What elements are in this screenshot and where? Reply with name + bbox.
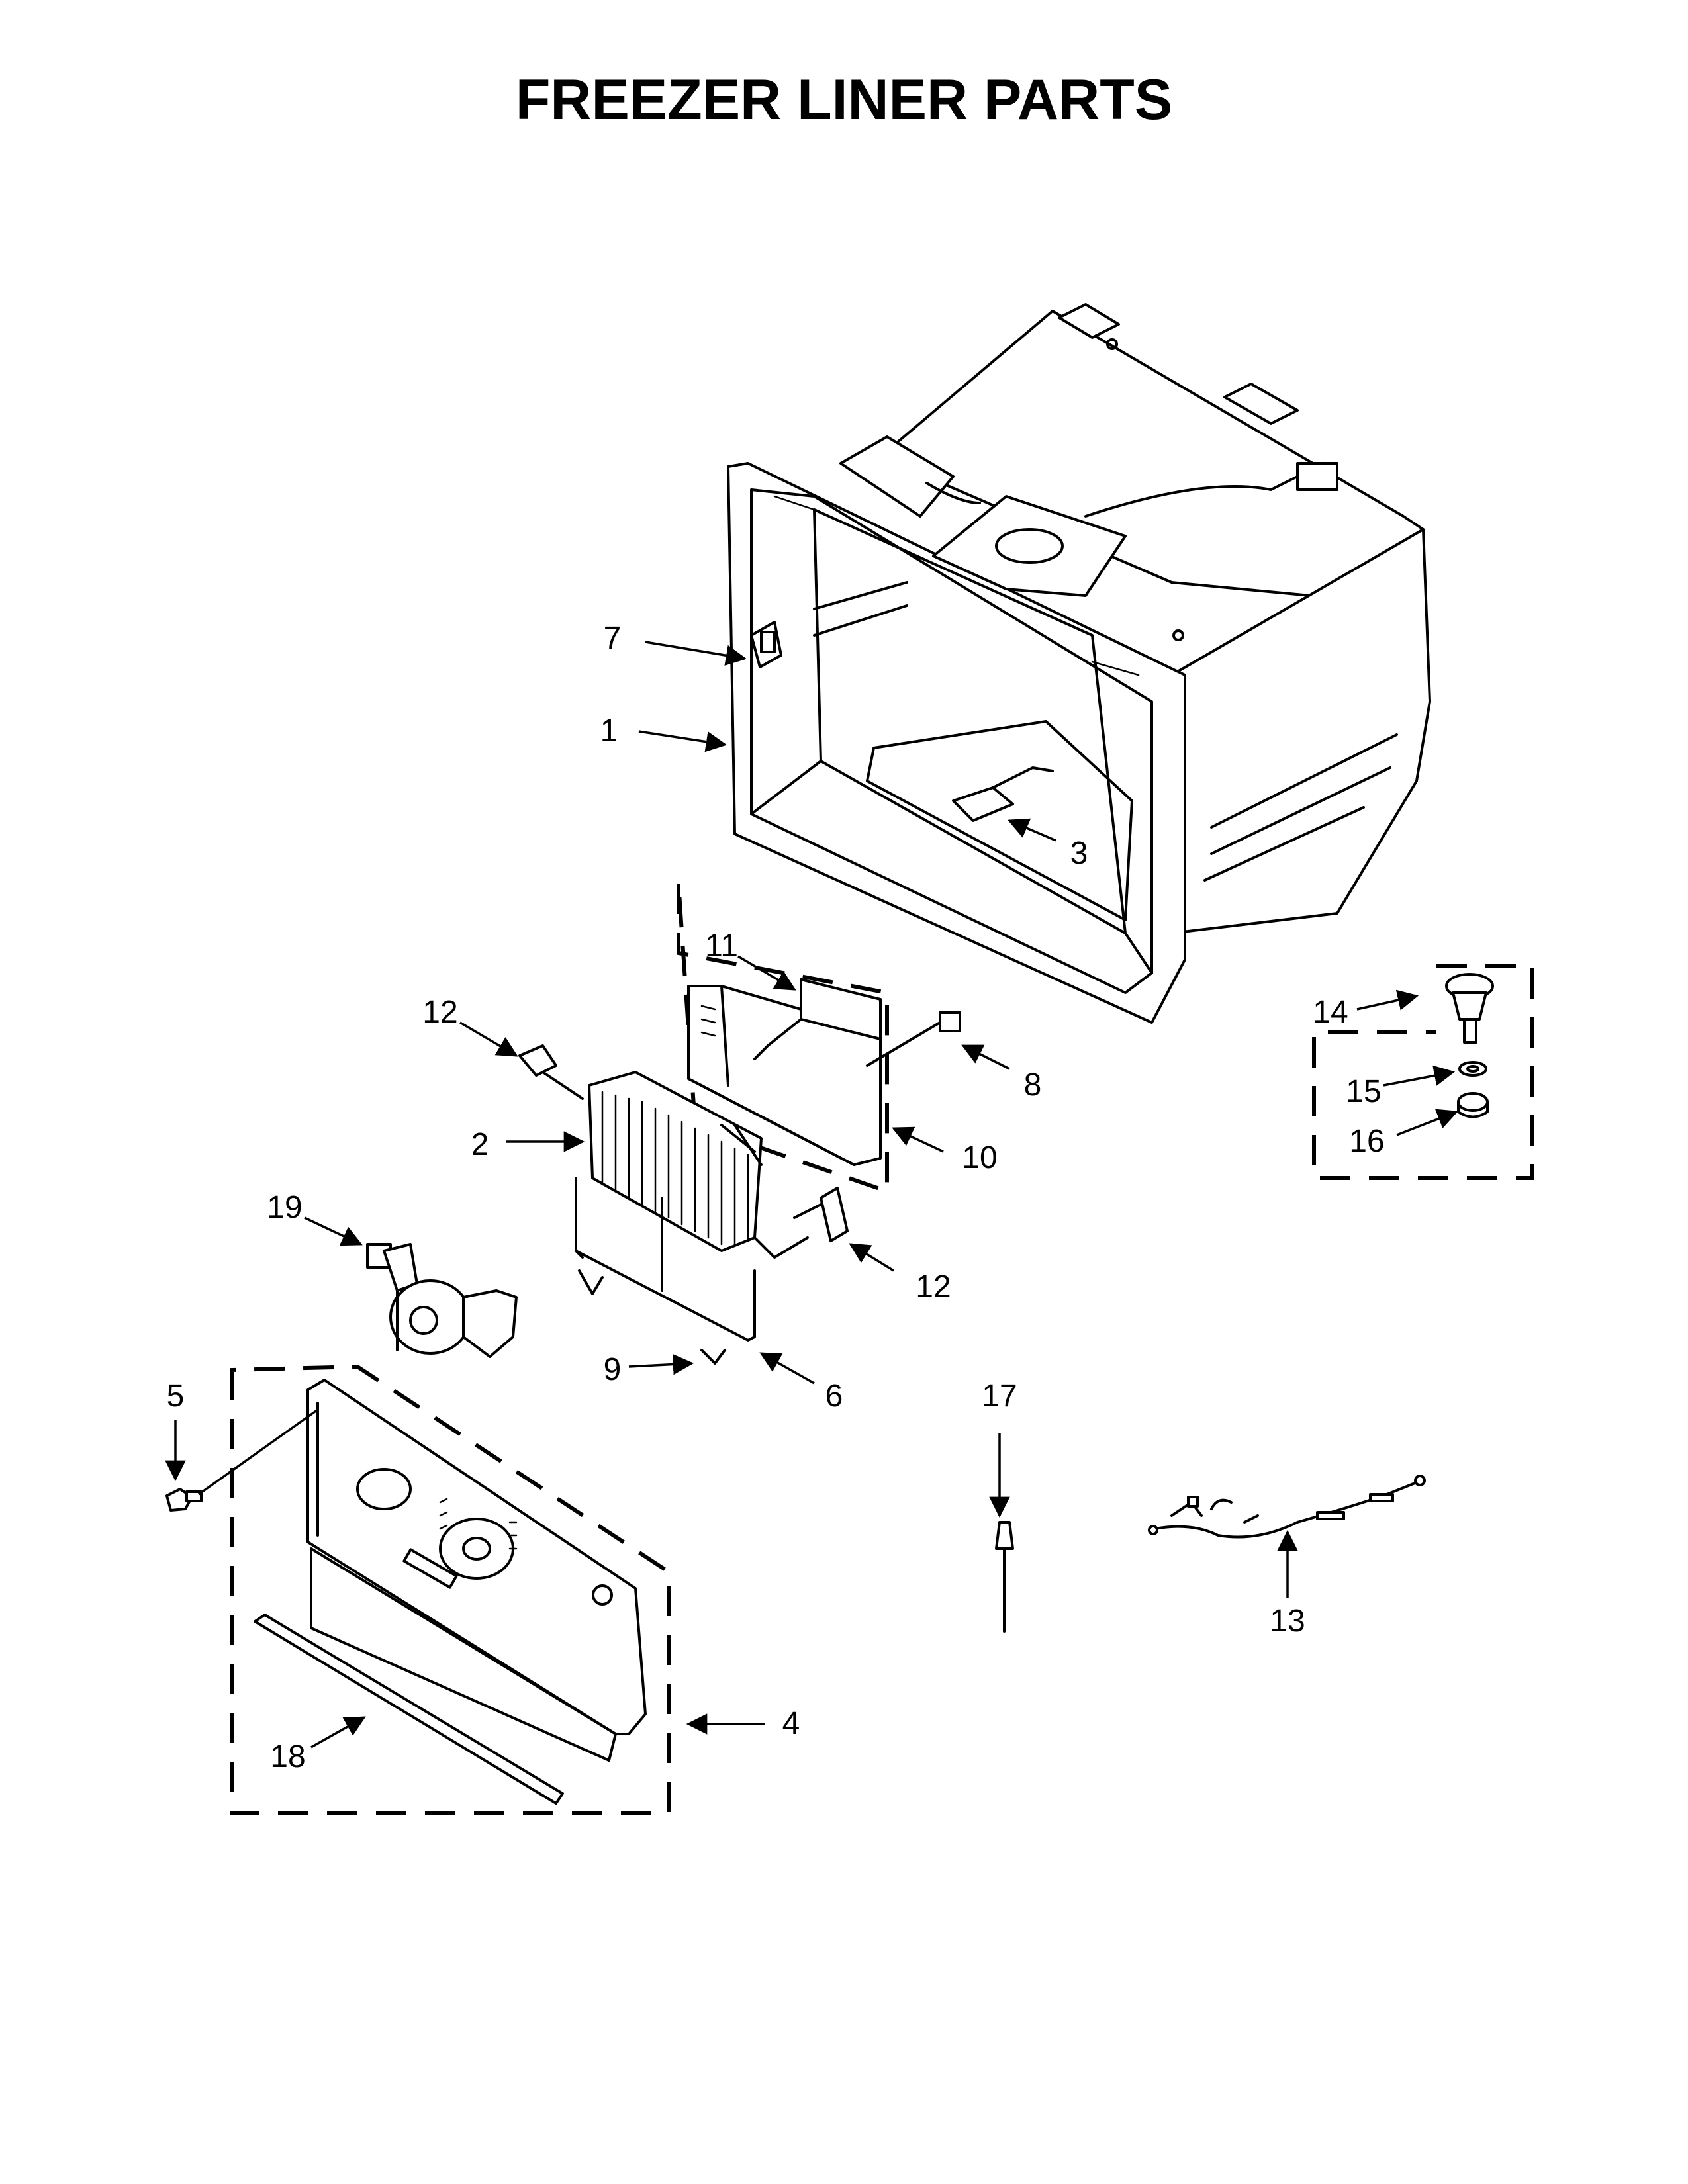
callout-leaders: [165, 641, 1458, 1749]
callout-9: 9: [604, 1352, 622, 1387]
callout-12-upper: 12: [422, 995, 457, 1030]
callout-11: 11: [705, 929, 738, 964]
callout-5: 5: [167, 1379, 185, 1414]
callout-3: 3: [1070, 836, 1088, 871]
callout-13: 13: [1270, 1604, 1305, 1639]
liner-sensor: [952, 766, 1054, 822]
callout-17: 17: [982, 1379, 1017, 1414]
callout-7: 7: [604, 621, 622, 656]
fan-cover-group: [230, 1364, 671, 1815]
callout-12-lower: 12: [915, 1269, 951, 1304]
evaporator-clip-upper: [518, 1044, 584, 1100]
defrost-heater: [575, 1177, 756, 1342]
fan-motor: [366, 1243, 518, 1358]
callout-14: 14: [1313, 995, 1348, 1030]
callout-16: 16: [1349, 1124, 1384, 1159]
clip-part: [866, 1011, 961, 1067]
callout-15: 15: [1346, 1074, 1381, 1109]
evaporator-clip-lower: [793, 1187, 849, 1242]
callout-8: 8: [1024, 1068, 1042, 1103]
evaporator: [588, 1071, 809, 1292]
screw: [165, 1408, 319, 1512]
wire-harness: [1148, 1475, 1426, 1539]
freezer-liner: [727, 303, 1431, 1024]
page-title: FREEZER LINER PARTS: [516, 68, 1172, 132]
callout-4: 4: [782, 1706, 800, 1741]
door-switch: [750, 621, 782, 668]
heater-clips: [578, 1269, 726, 1365]
callout-19: 19: [267, 1190, 302, 1225]
callout-6: 6: [825, 1379, 843, 1414]
drain-parts-group: [1312, 964, 1534, 1180]
callout-18: 18: [270, 1739, 305, 1774]
callout-10: 10: [962, 1140, 997, 1175]
callout-2: 2: [471, 1127, 489, 1162]
evaporator-cover-group: [677, 883, 889, 1195]
thermistor: [995, 1521, 1014, 1633]
callout-1: 1: [600, 713, 618, 749]
trim-strip: [254, 1614, 564, 1805]
